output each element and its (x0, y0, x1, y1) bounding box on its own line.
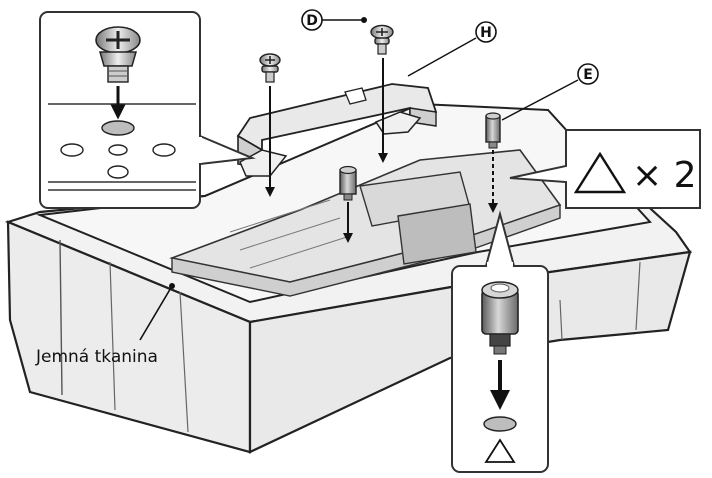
callout-e: E (501, 63, 599, 121)
screw-count-callout: × 2 (509, 129, 701, 209)
screw-e (485, 112, 501, 149)
svg-text:Jemná tkanina: Jemná tkanina (35, 347, 158, 367)
inset-screw (95, 26, 141, 83)
zoom-inset-screw-holes (39, 11, 256, 209)
inset-standoff-hole (483, 416, 517, 432)
triangle-mark-icon (573, 151, 627, 194)
screw-standoff-middle (339, 165, 357, 201)
inset-hole-left (60, 143, 84, 157)
inset-triangle-mark-icon (484, 438, 516, 463)
inset-standoff-screw (481, 281, 519, 355)
svg-text:D: D (306, 13, 318, 29)
inset-hole-bottom (107, 165, 129, 179)
callout-d: D (301, 9, 367, 31)
callout-h: H (407, 21, 497, 77)
inset-hole-center (108, 144, 128, 156)
zoom-inset-standoff (451, 210, 549, 473)
svg-text:H: H (480, 25, 492, 41)
screw-left (259, 53, 281, 83)
cloth-label: Jemná tkanina (35, 283, 175, 367)
screw-d (370, 24, 394, 55)
svg-text:E: E (583, 67, 593, 83)
svg-text:× 2: × 2 (632, 155, 697, 196)
tv-set (36, 102, 652, 304)
left-bracket-foot (239, 149, 288, 177)
inset-hole-right (152, 143, 176, 157)
inset-target-hole (101, 120, 135, 136)
